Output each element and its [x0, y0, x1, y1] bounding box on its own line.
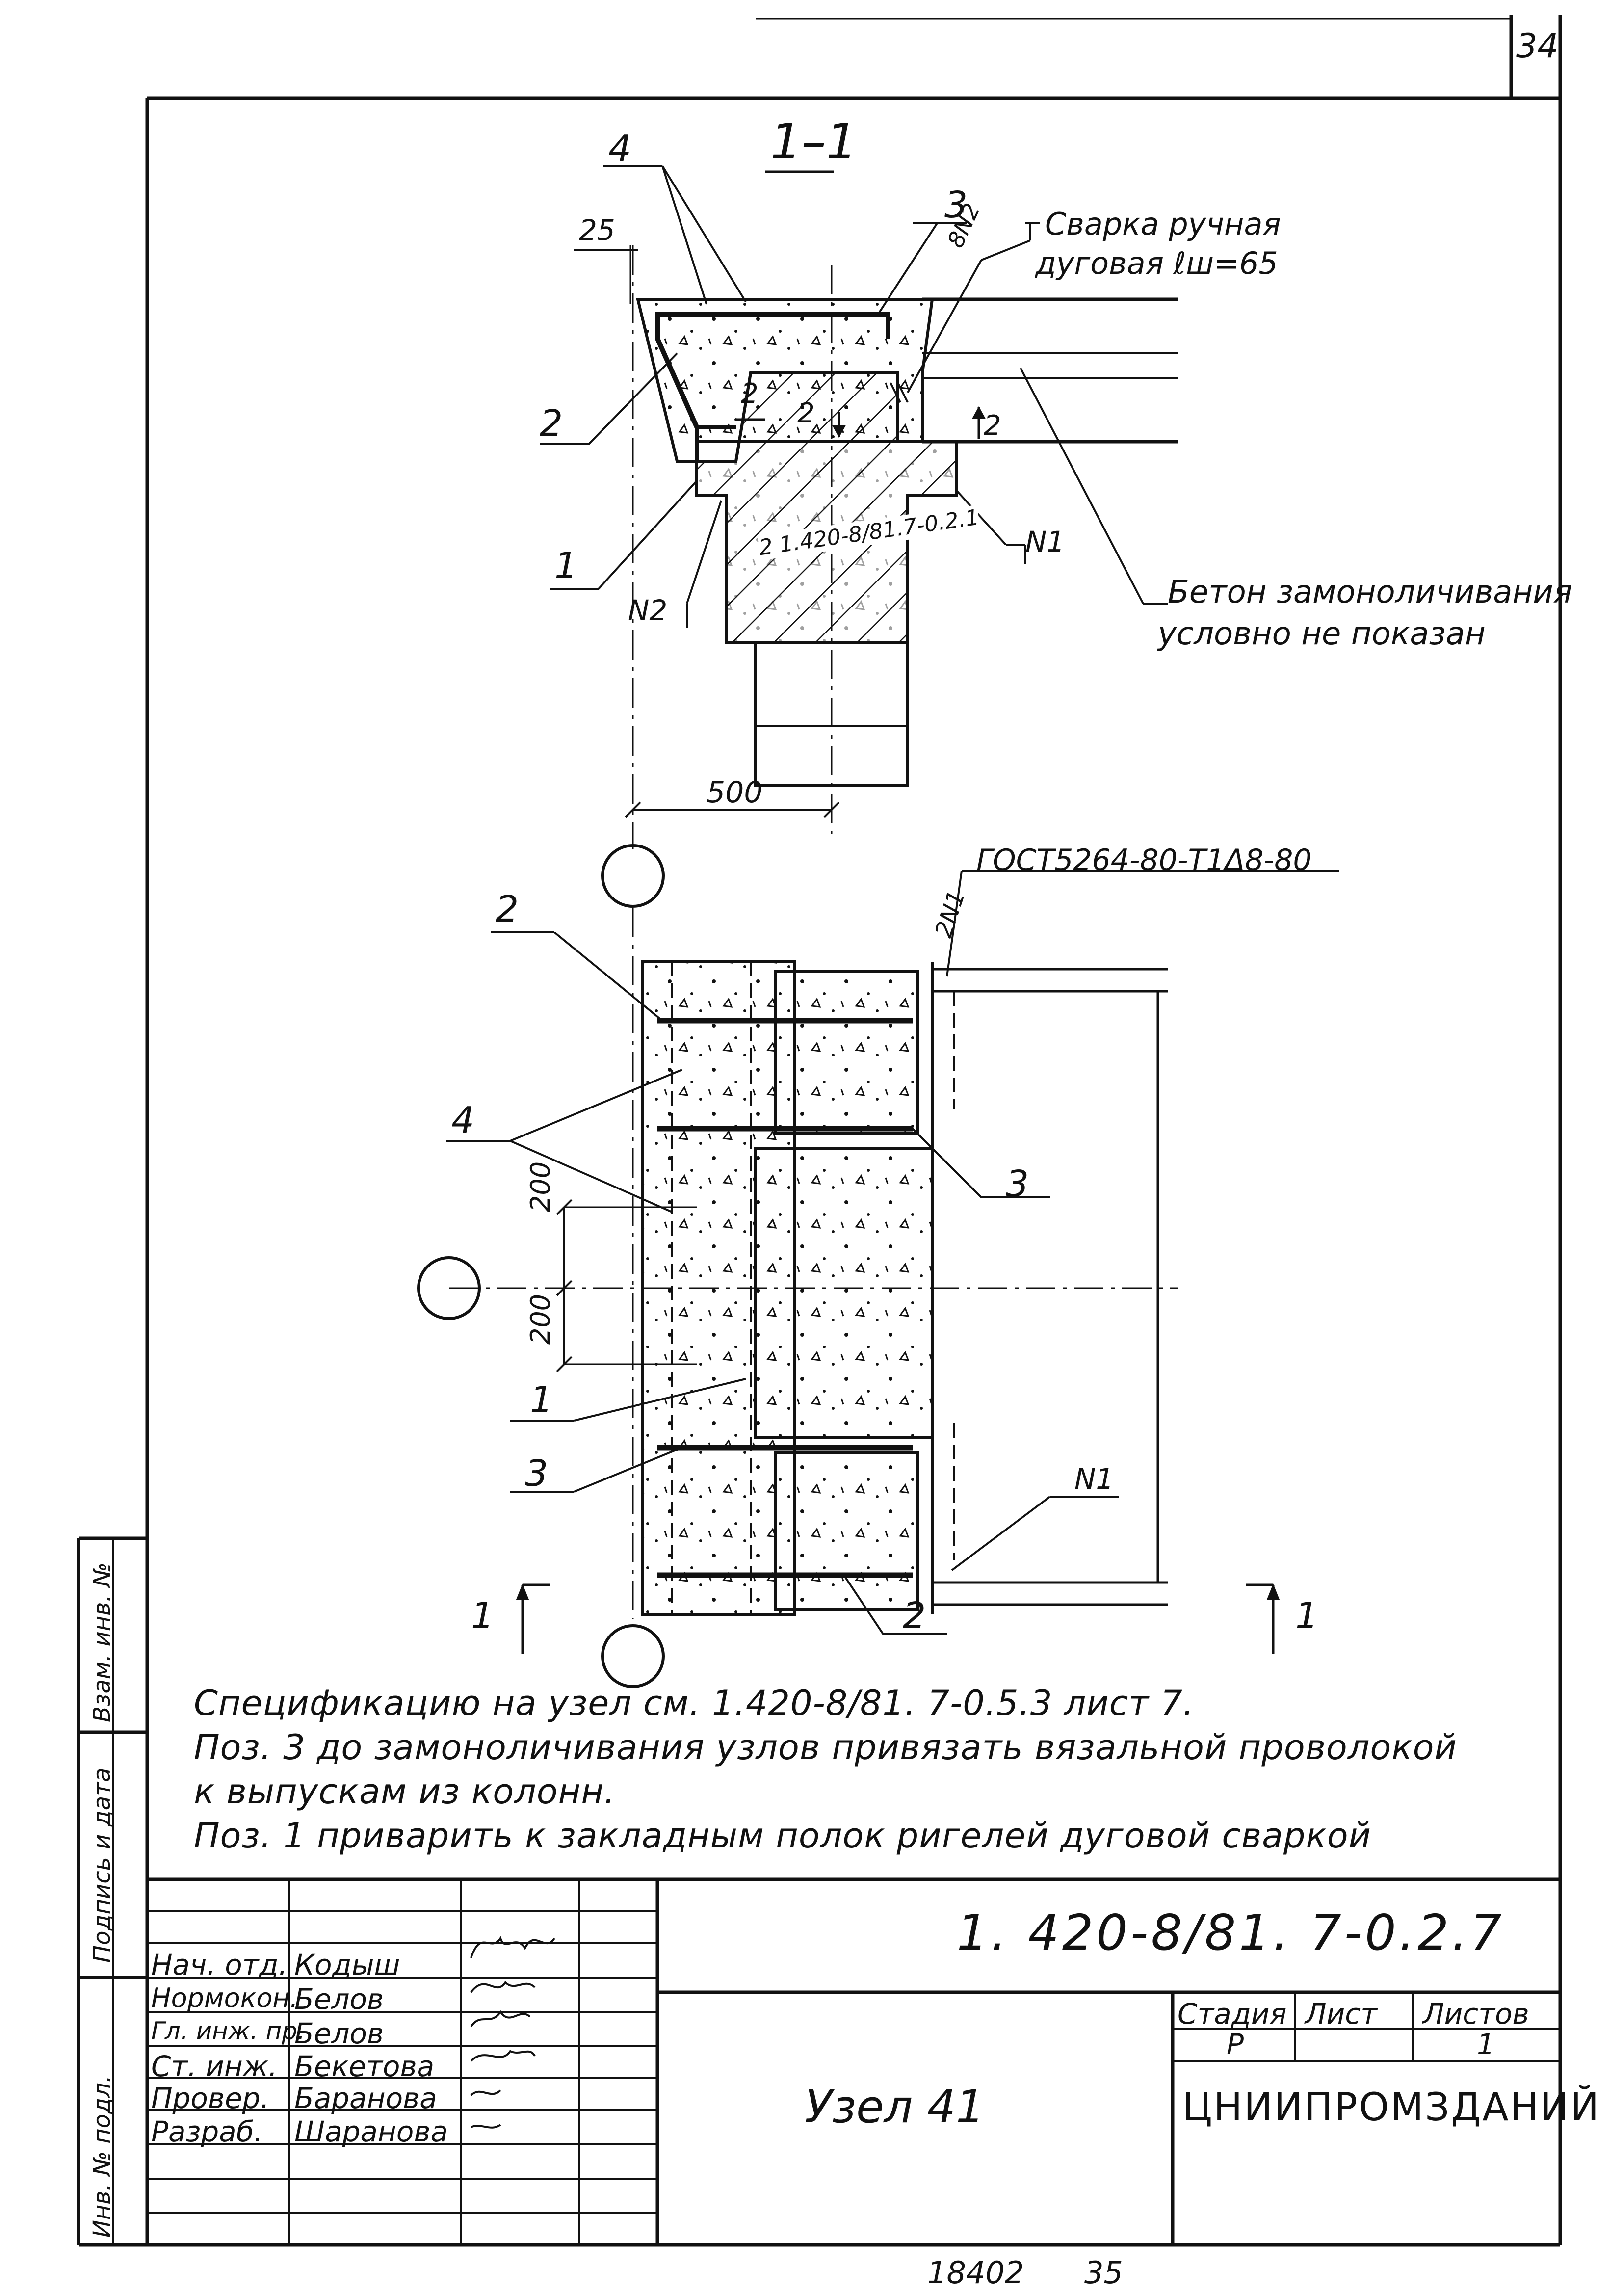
- document-code: 1. 420-8/81. 7-0.2.7: [957, 1904, 1505, 1961]
- stage-value: Р: [1227, 2028, 1244, 2061]
- concrete-note-line2: условно не показан: [1158, 616, 1486, 652]
- note-line-1: Спецификацию на узел см. 1.420-8/81. 7-0…: [194, 1683, 1195, 1723]
- weld-note-line2: дуговая ℓш=65: [1035, 245, 1278, 281]
- footer-right-number: 35: [1084, 2255, 1123, 2291]
- role-row-2: Нормокон.: [151, 1982, 298, 2013]
- role-row-3: Гл. инж. пр.: [151, 2017, 305, 2045]
- node-title: Узел 41: [805, 2081, 985, 2133]
- section-pos-4-label: 4: [608, 128, 632, 170]
- name-row-2: Белов: [294, 1982, 384, 2016]
- weld-note-line1: Сварка ручная: [1045, 206, 1281, 242]
- section-pos-2-label: 2: [540, 402, 563, 445]
- section-mark-n1: N1: [1025, 525, 1065, 558]
- cut-2-middle: 2: [797, 397, 815, 429]
- page-number: 34: [1516, 27, 1559, 66]
- section-pos-3-label: 3: [944, 184, 968, 226]
- cut-2-left: 2: [741, 378, 759, 410]
- role-row-1: Нач. отд.: [151, 1948, 288, 1981]
- note-line-4: Поз. 1 приварить к закладным полок ригел…: [194, 1816, 1372, 1856]
- plan-pos-4-label: 4: [451, 1099, 475, 1141]
- stage-header: Стадия: [1178, 1997, 1287, 2031]
- section-mark-n2: N2: [628, 594, 668, 627]
- section-pos-1-label: 1: [554, 545, 578, 587]
- role-row-5: Провер.: [151, 2082, 270, 2115]
- dim-25: 25: [579, 213, 615, 247]
- plan-pos-3-right-label: 3: [1006, 1163, 1029, 1205]
- plan-mark-n1: N1: [1074, 1462, 1114, 1496]
- name-row-5: Баранова: [294, 2082, 437, 2115]
- organization-name: ЦНИИПРОМЗДАНИЙ: [1182, 2085, 1600, 2130]
- plan-pos-2-top-label: 2: [496, 888, 519, 930]
- cut-1-left: 1: [471, 1595, 495, 1637]
- plan-pos-3-left-label: 3: [525, 1452, 549, 1495]
- dim-500: 500: [707, 775, 763, 810]
- name-row-3: Белов: [294, 2017, 384, 2050]
- sheets-value: 1: [1477, 2028, 1495, 2061]
- footer-left-number: 18402: [927, 2255, 1024, 2291]
- name-row-1: Кодыш: [294, 1948, 400, 1981]
- sheets-header: Листов: [1423, 1997, 1529, 2031]
- note-line-3: к выпускам из колонн.: [194, 1771, 616, 1812]
- note-line-2: Поз. 3 до замоноличивания узлов привязат…: [194, 1727, 1457, 1768]
- section-title: 1–1: [770, 113, 858, 170]
- name-row-4: Бекетова: [294, 2050, 435, 2083]
- concrete-note-line1: Бетон замоноличивания: [1168, 574, 1572, 610]
- name-row-6: Шаранова: [294, 2115, 448, 2148]
- sheet-header: Лист: [1305, 1997, 1377, 2031]
- plan-pos-2-bottom-label: 2: [903, 1595, 926, 1637]
- cut-2-right: 2: [984, 410, 1001, 442]
- cut-1-right: 1: [1295, 1595, 1319, 1637]
- plan-pos-1-label: 1: [530, 1379, 553, 1421]
- role-row-6: Разраб.: [151, 2115, 263, 2148]
- role-row-4: Ст. инж.: [151, 2050, 278, 2083]
- gost-reference: ГОСТ5264-80-Т1Δ8-80: [976, 843, 1312, 877]
